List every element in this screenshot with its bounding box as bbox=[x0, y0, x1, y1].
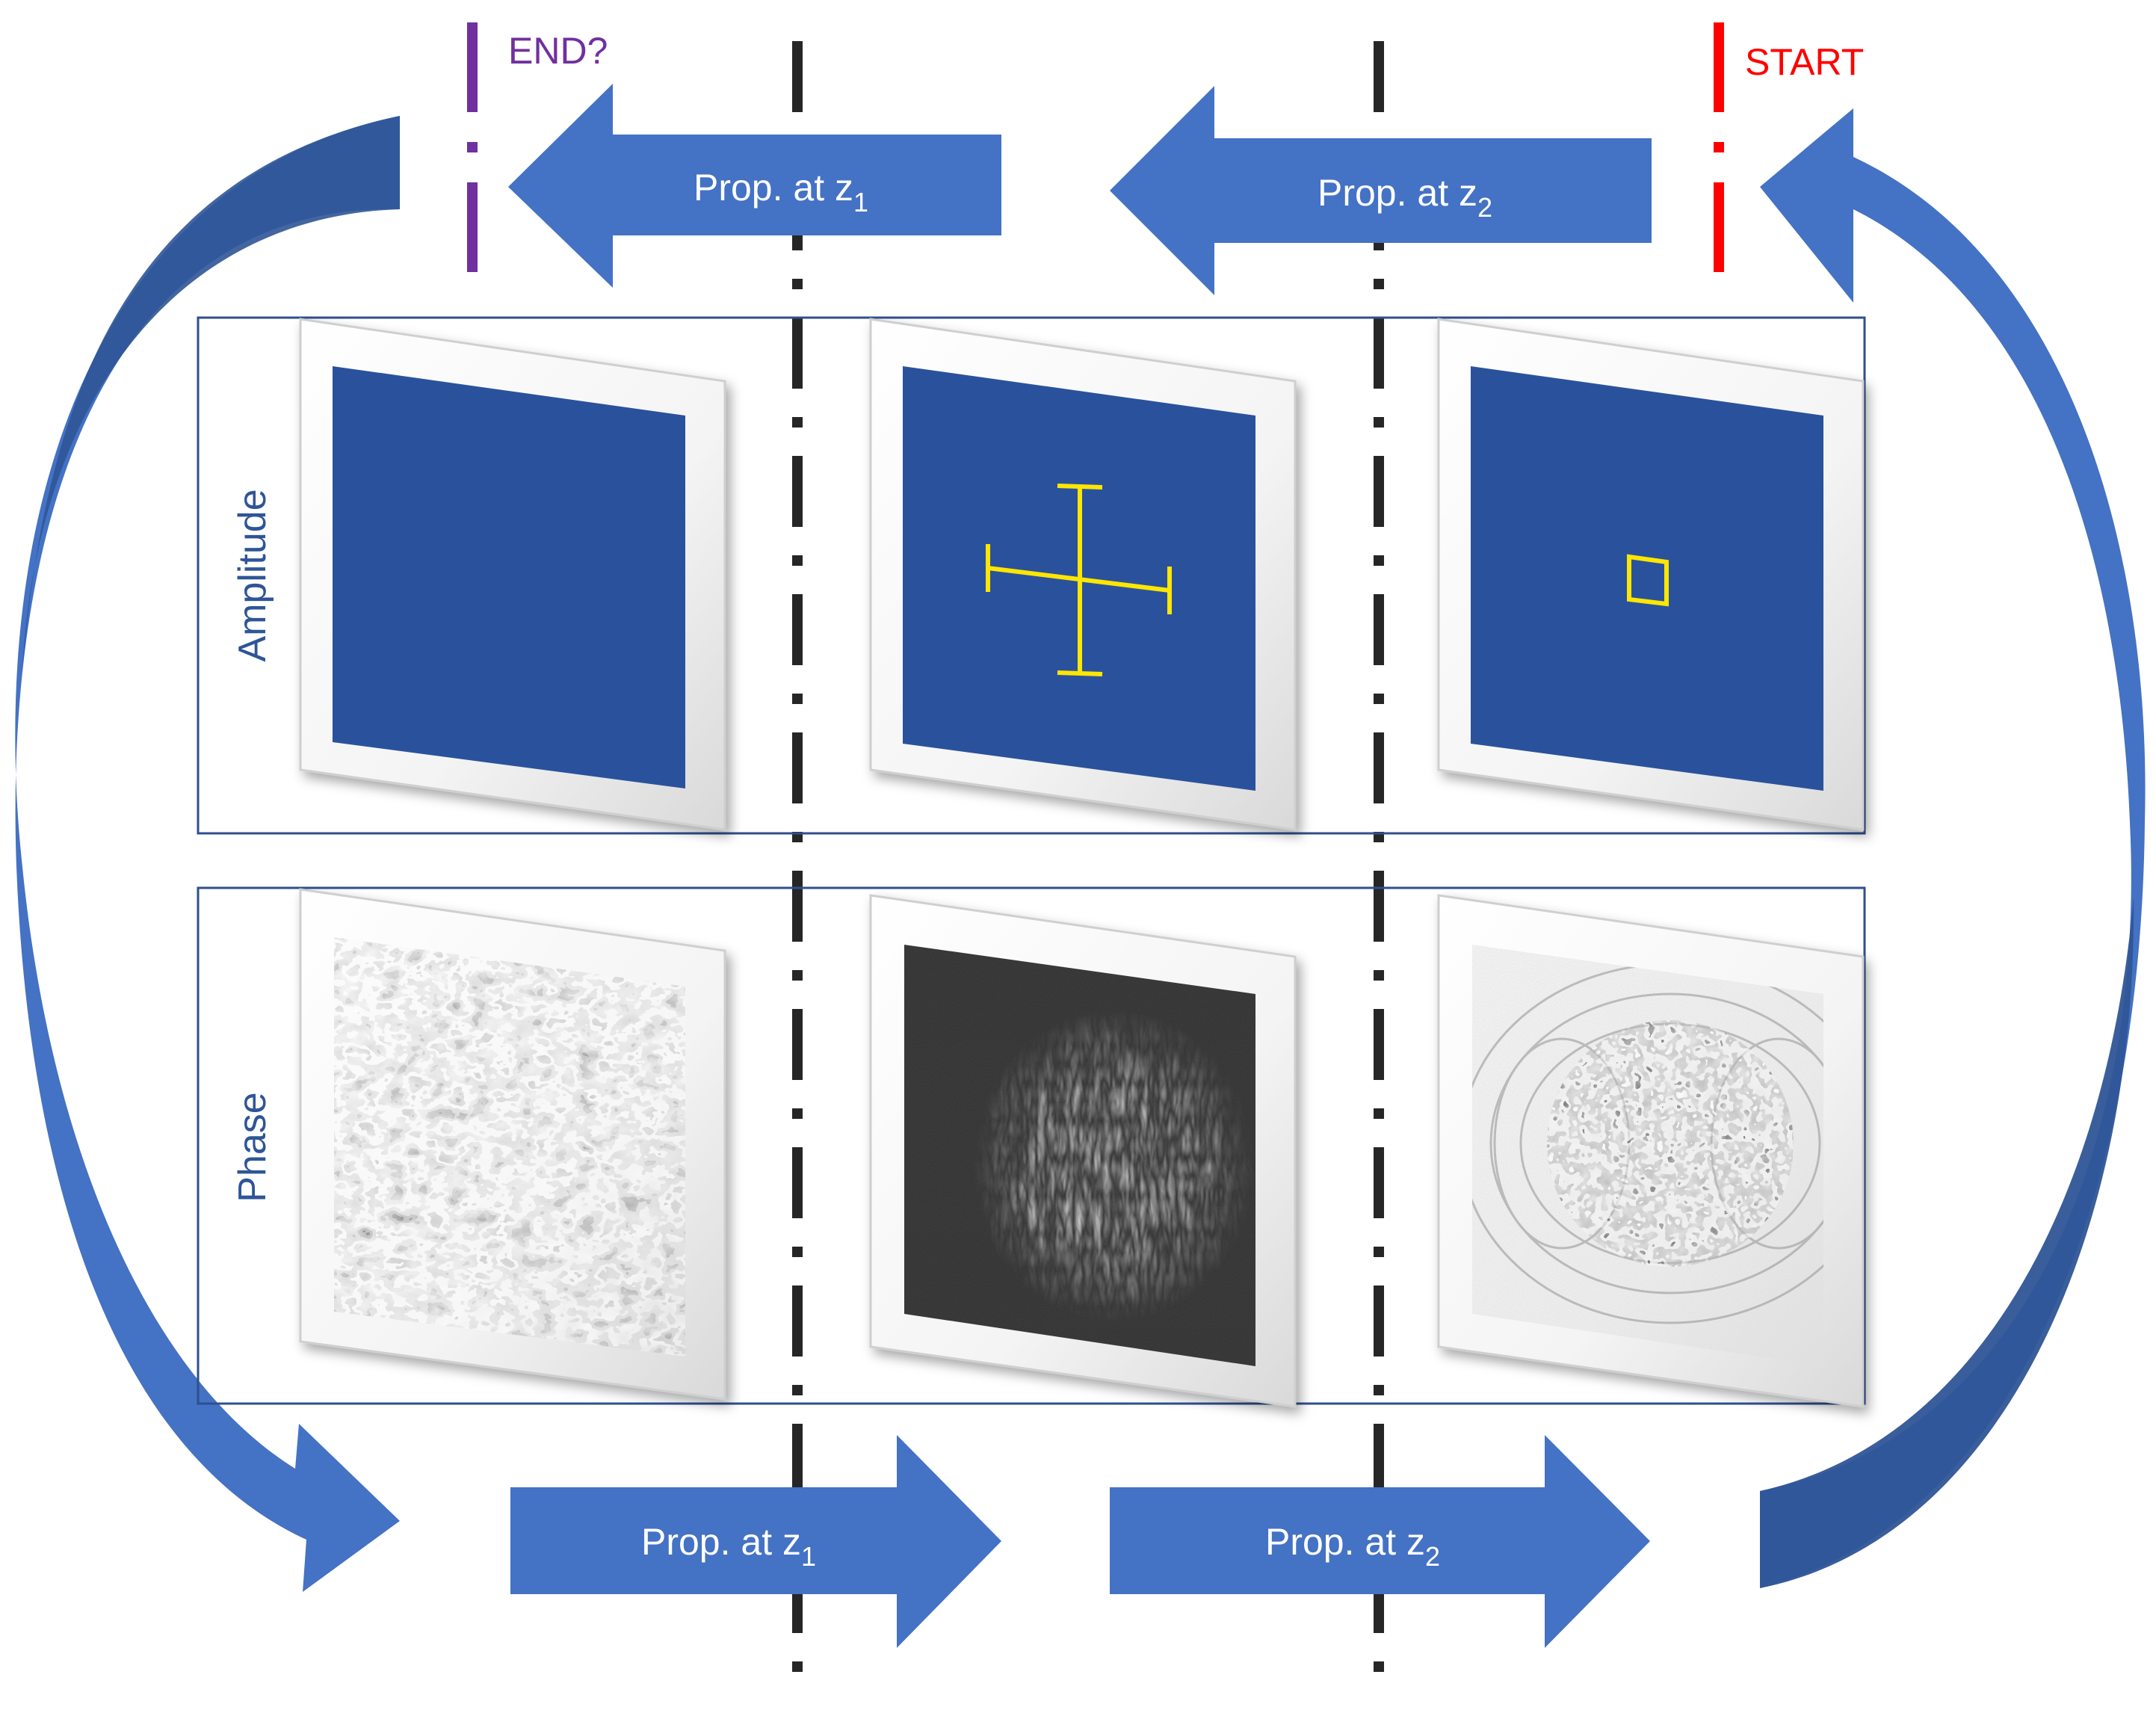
svg-text:Prop. at z2: Prop. at z2 bbox=[1265, 1521, 1440, 1572]
arrow-subscript: 1 bbox=[801, 1541, 816, 1572]
top-right-prop-arrow: Prop. at z2 bbox=[1110, 86, 1652, 295]
bottom-left-prop-arrow: Prop. at z1 bbox=[510, 1435, 1001, 1648]
arrow-label: Prop. at z bbox=[694, 167, 853, 209]
phase-image-z1 bbox=[904, 945, 1255, 1366]
bottom-right-prop-arrow: Prop. at z2 bbox=[1110, 1435, 1650, 1648]
arrow-subscript: 1 bbox=[853, 187, 868, 217]
left-return-arrow bbox=[15, 116, 400, 1592]
amplitude-image-end bbox=[333, 366, 685, 788]
phase-image-start bbox=[1472, 945, 1823, 1366]
top-left-prop-arrow: Prop. at z1 bbox=[508, 84, 1001, 288]
phase-image-end bbox=[334, 937, 685, 1356]
svg-text:Prop. at z1: Prop. at z1 bbox=[641, 1521, 816, 1572]
cross-aperture-shape bbox=[986, 484, 1172, 676]
arrow-label: Prop. at z bbox=[641, 1521, 801, 1563]
square-aperture-shape bbox=[1627, 554, 1669, 607]
phase-label: Phase bbox=[231, 1092, 274, 1202]
svg-text:Prop. at z1: Prop. at z1 bbox=[694, 167, 868, 217]
right-return-arrow bbox=[1760, 108, 2146, 1588]
arrow-label: Prop. at z bbox=[1318, 172, 1477, 214]
amplitude-row-box bbox=[197, 316, 1866, 835]
amplitude-label: Amplitude bbox=[231, 489, 274, 661]
end-label: END? bbox=[508, 30, 608, 72]
start-label: START bbox=[1745, 41, 1864, 83]
amplitude-image-start bbox=[1471, 366, 1823, 791]
arrow-subscript: 2 bbox=[1425, 1541, 1440, 1572]
svg-text:Prop. at z2: Prop. at z2 bbox=[1318, 172, 1492, 223]
arrow-label: Prop. at z bbox=[1265, 1521, 1425, 1563]
phase-row-box bbox=[197, 886, 1866, 1405]
arrow-subscript: 2 bbox=[1477, 192, 1492, 223]
